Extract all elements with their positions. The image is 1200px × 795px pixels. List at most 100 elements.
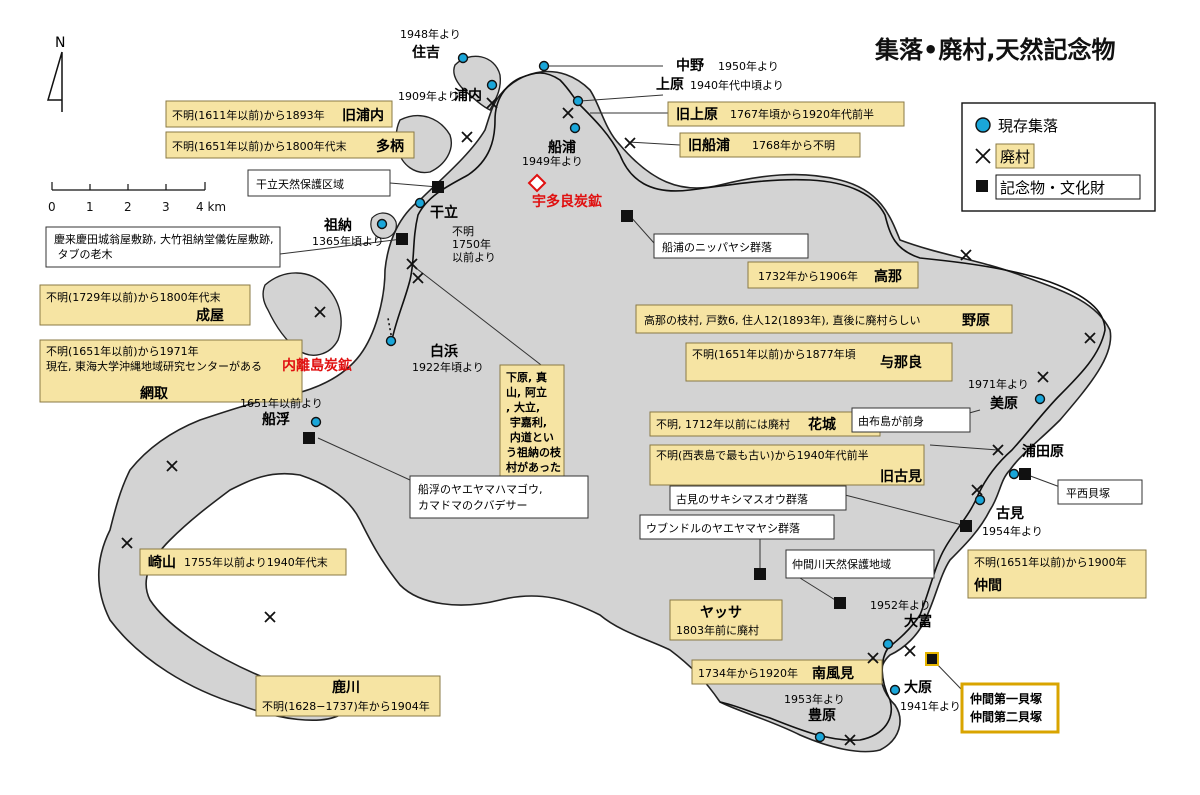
svg-text:船浮のヤエヤマハマゴウ,カマドマのクバデサー: 船浮のヤエヤマハマゴウ,カマドマのクバデサー <box>418 482 543 512</box>
legend-monument-box <box>995 174 1141 200</box>
legend-abandoned-icon <box>975 148 991 164</box>
svg-text:旧船浦: 旧船浦 <box>688 137 730 154</box>
abandoned-x-icon <box>1084 332 1096 344</box>
svg-text:野原: 野原 <box>962 313 990 329</box>
svg-text:1949年より: 1949年より <box>522 154 583 168</box>
settlement-dot-uehara <box>572 95 584 107</box>
svg-text:不明(1611年以前)から1893年: 不明(1611年以前)から1893年 <box>172 108 325 122</box>
svg-text:1768年から不明: 1768年から不明 <box>752 138 835 152</box>
svg-text:旧上原: 旧上原 <box>676 107 718 123</box>
svg-text:1651年以前より: 1651年以前より <box>240 396 323 410</box>
legend-monument-icon <box>976 180 988 192</box>
settlement-dot-nakano <box>538 60 550 72</box>
abandoned-x-icon <box>844 734 856 746</box>
settlement-dot-ohara <box>889 684 901 696</box>
svg-text:住吉: 住吉 <box>412 44 440 61</box>
abandoned-x-icon <box>264 611 276 623</box>
abandoned-x-icon <box>960 249 972 261</box>
legend-settlement-label: 現存集落 <box>998 117 1058 135</box>
svg-text:崎山: 崎山 <box>148 554 176 571</box>
svg-text:1941年より: 1941年より <box>900 699 961 713</box>
settlement-dot-hoshidate <box>414 197 426 209</box>
leader-lines <box>279 65 1061 691</box>
svg-text:1971年より: 1971年より <box>968 377 1029 391</box>
legend: 現存集落 廃村 記念物・文化財 <box>961 102 1156 212</box>
scale-tick-label: 0 <box>48 200 56 214</box>
abandoned-markers <box>121 97 1096 746</box>
monument-square-m_funaura <box>621 210 633 222</box>
svg-text:干立: 干立 <box>430 204 458 221</box>
svg-text:大原: 大原 <box>904 679 932 696</box>
svg-text:ウブンドルのヤエヤマヤシ群落: ウブンドルのヤエヤマヤシ群落 <box>646 521 800 535</box>
utara-mine-label: 宇多良炭鉱 <box>532 193 602 210</box>
uchibanare-mine-label: 内離島炭鉱 <box>282 357 352 374</box>
settlement-dot-komi <box>974 494 986 506</box>
svg-text:豊原: 豊原 <box>808 707 836 724</box>
svg-text:慶来慶田城翁屋敷跡, 大竹祖納堂儀佐屋敷跡, タブの老木: 慶来慶田城翁屋敷跡, 大竹祖納堂儀佐屋敷跡, タブの老木 <box>54 232 274 261</box>
monument-square-m_komi <box>960 520 972 532</box>
svg-text:不明, 1712年以前には廃村: 不明, 1712年以前には廃村 <box>656 417 790 431</box>
svg-text:1922年頃より: 1922年頃より <box>412 360 484 374</box>
svg-text:不明(1729年以前)から1800年代末: 不明(1729年以前)から1800年代末 <box>46 290 221 304</box>
abandoned-x-icon <box>166 460 178 472</box>
monument-square-m_ubundoru <box>754 568 766 580</box>
svg-text:与那良: 与那良 <box>880 354 922 371</box>
monument-square-m_sonai <box>396 233 408 245</box>
scale-tick-label: 2 <box>124 200 132 214</box>
legend-settlement-icon <box>975 117 991 133</box>
settlement-labels: 住吉 1948年より 中野 1950年より 上原 1940年代中頃より 浦内 1… <box>240 27 1064 724</box>
svg-text:高那: 高那 <box>874 268 902 285</box>
svg-text:鹿川: 鹿川 <box>331 679 360 696</box>
svg-text:不明(1628−1737)年から1904年: 不明(1628−1737)年から1904年 <box>262 699 430 713</box>
svg-text:網取: 網取 <box>140 385 169 402</box>
settlement-dot-sonai <box>376 218 388 230</box>
settlement-markers <box>310 52 1046 743</box>
monument-callouts: 干立天然保護区域 慶来慶田城翁屋敷跡, 大竹祖納堂儀佐屋敷跡, タブの老木 船浦… <box>45 169 1143 734</box>
abandoned-x-icon <box>412 272 424 284</box>
svg-text:船浦のニッパヤシ群落: 船浦のニッパヤシ群落 <box>662 240 772 254</box>
svg-text:不明(1651年以前)から1800年代末: 不明(1651年以前)から1800年代末 <box>172 139 347 153</box>
svg-text:旧古見: 旧古見 <box>880 468 922 485</box>
north-arrow-icon <box>47 51 63 112</box>
settlement-dot-funaura <box>569 122 581 134</box>
utara-mine-icon <box>527 173 547 193</box>
main-island <box>97 70 1112 753</box>
monument-square-m_funauki <box>303 432 315 444</box>
monument-square-nakama-shell <box>925 652 939 666</box>
svg-text:船浦: 船浦 <box>548 139 576 156</box>
settlement-dot-uranai <box>486 79 498 91</box>
svg-text:1953年より: 1953年より <box>784 692 845 706</box>
abandoned-x-icon <box>1037 371 1049 383</box>
settlement-dot-shirahama <box>385 335 397 347</box>
svg-text:不明(西表島で最も古い)から1940年代前半: 不明(西表島で最も古い)から1940年代前半 <box>656 448 869 462</box>
svg-text:1732年から1906年: 1732年から1906年 <box>758 269 858 283</box>
monument-markers <box>303 181 1031 666</box>
svg-text:1734年から1920年: 1734年から1920年 <box>698 666 798 680</box>
uchibanare-island <box>262 272 342 356</box>
svg-text:大富: 大富 <box>904 613 932 630</box>
svg-text:ヤッサ: ヤッサ <box>700 605 742 621</box>
monument-square-m_hirashi <box>1019 468 1031 480</box>
legend-monument-label: 記念物・文化財 <box>1000 179 1105 197</box>
monument-square-m_nakama_river <box>834 597 846 609</box>
svg-text:多柄: 多柄 <box>376 138 404 155</box>
abandoned-x-icon <box>314 306 326 318</box>
road-north-coast <box>391 72 1106 649</box>
svg-text:花城: 花城 <box>808 416 836 433</box>
settlement-dot-funauki <box>310 416 322 428</box>
scale-tick-label: 4 km <box>196 200 226 214</box>
abandoned-x-icon <box>971 484 983 496</box>
svg-text:1952年より: 1952年より <box>870 598 931 612</box>
svg-text:仲間第一貝塚仲間第二貝塚: 仲間第一貝塚仲間第二貝塚 <box>970 691 1042 724</box>
svg-text:不明(1651年以前)から1877年頃: 不明(1651年以前)から1877年頃 <box>692 347 856 361</box>
svg-text:浦田原: 浦田原 <box>1022 443 1064 460</box>
roads <box>387 72 1106 741</box>
abandoned-x-icon <box>624 137 636 149</box>
svg-text:由布島が前身: 由布島が前身 <box>858 414 924 428</box>
settlement-dot-sumiyoshi <box>457 52 469 64</box>
svg-text:白浜: 白浜 <box>430 343 458 360</box>
svg-text:不明(1651年以前)から1971年現在, 東海大学沖縄地域: 不明(1651年以前)から1971年現在, 東海大学沖縄地域研究センターがある <box>46 344 262 373</box>
